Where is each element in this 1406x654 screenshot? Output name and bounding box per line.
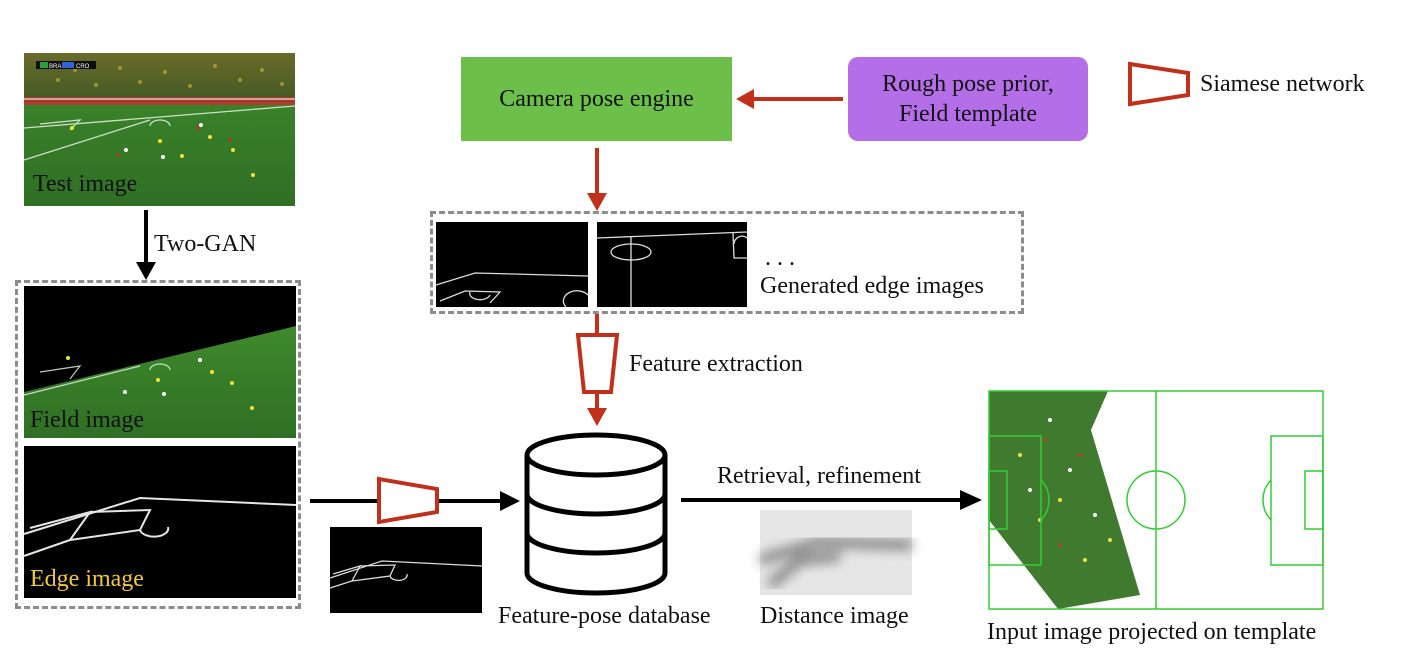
ellipsis: . . . (765, 245, 795, 271)
database-cylinder-icon (524, 432, 668, 596)
generated-edge-image-2 (596, 222, 748, 307)
edge-image-photo (23, 446, 297, 598)
two-gan-output-group (15, 280, 301, 609)
generated-edge-image-1 (435, 222, 589, 308)
camera-pose-engine-box: Camera pose engine (461, 57, 732, 141)
two-gan-label: Two-GAN (154, 231, 257, 257)
camera-pose-engine-label: Camera pose engine (499, 86, 694, 112)
distance-image-label: Distance image (760, 603, 909, 629)
rough-pose-prior-label: Rough pose prior, (882, 71, 1054, 97)
distance-image (758, 510, 913, 595)
field-template-label: Field template (899, 101, 1037, 127)
test-image-label: Test image (33, 171, 138, 197)
feature-pose-database-label: Feature-pose database (498, 603, 711, 629)
field-image-label: Field image (30, 407, 144, 433)
template-projection (988, 390, 1324, 610)
small-edge-image (329, 527, 483, 613)
scoreboard-team-a: BRA (49, 64, 61, 70)
rough-pose-prior-box: Rough pose prior, Field template (848, 57, 1088, 141)
retrieval-refinement-label: Retrieval, refinement (717, 463, 921, 489)
siamese-trapezoid-icon-horizontal (377, 476, 439, 525)
edge-image-label: Edge image (30, 566, 144, 592)
test-image-photo: BRA CRO (23, 53, 296, 206)
generated-edge-images-group (430, 211, 1024, 314)
field-image-photo (23, 286, 296, 438)
siamese-legend-icon (1128, 61, 1190, 107)
scoreboard-team-b: CRO (76, 64, 90, 70)
input-projected-label: Input image projected on template (987, 619, 1317, 645)
siamese-network-label: Siamese network (1200, 71, 1365, 97)
siamese-trapezoid-icon-vertical (575, 333, 620, 394)
feature-extraction-label: Feature extraction (629, 351, 803, 377)
generated-edge-images-label: Generated edge images (760, 273, 984, 299)
